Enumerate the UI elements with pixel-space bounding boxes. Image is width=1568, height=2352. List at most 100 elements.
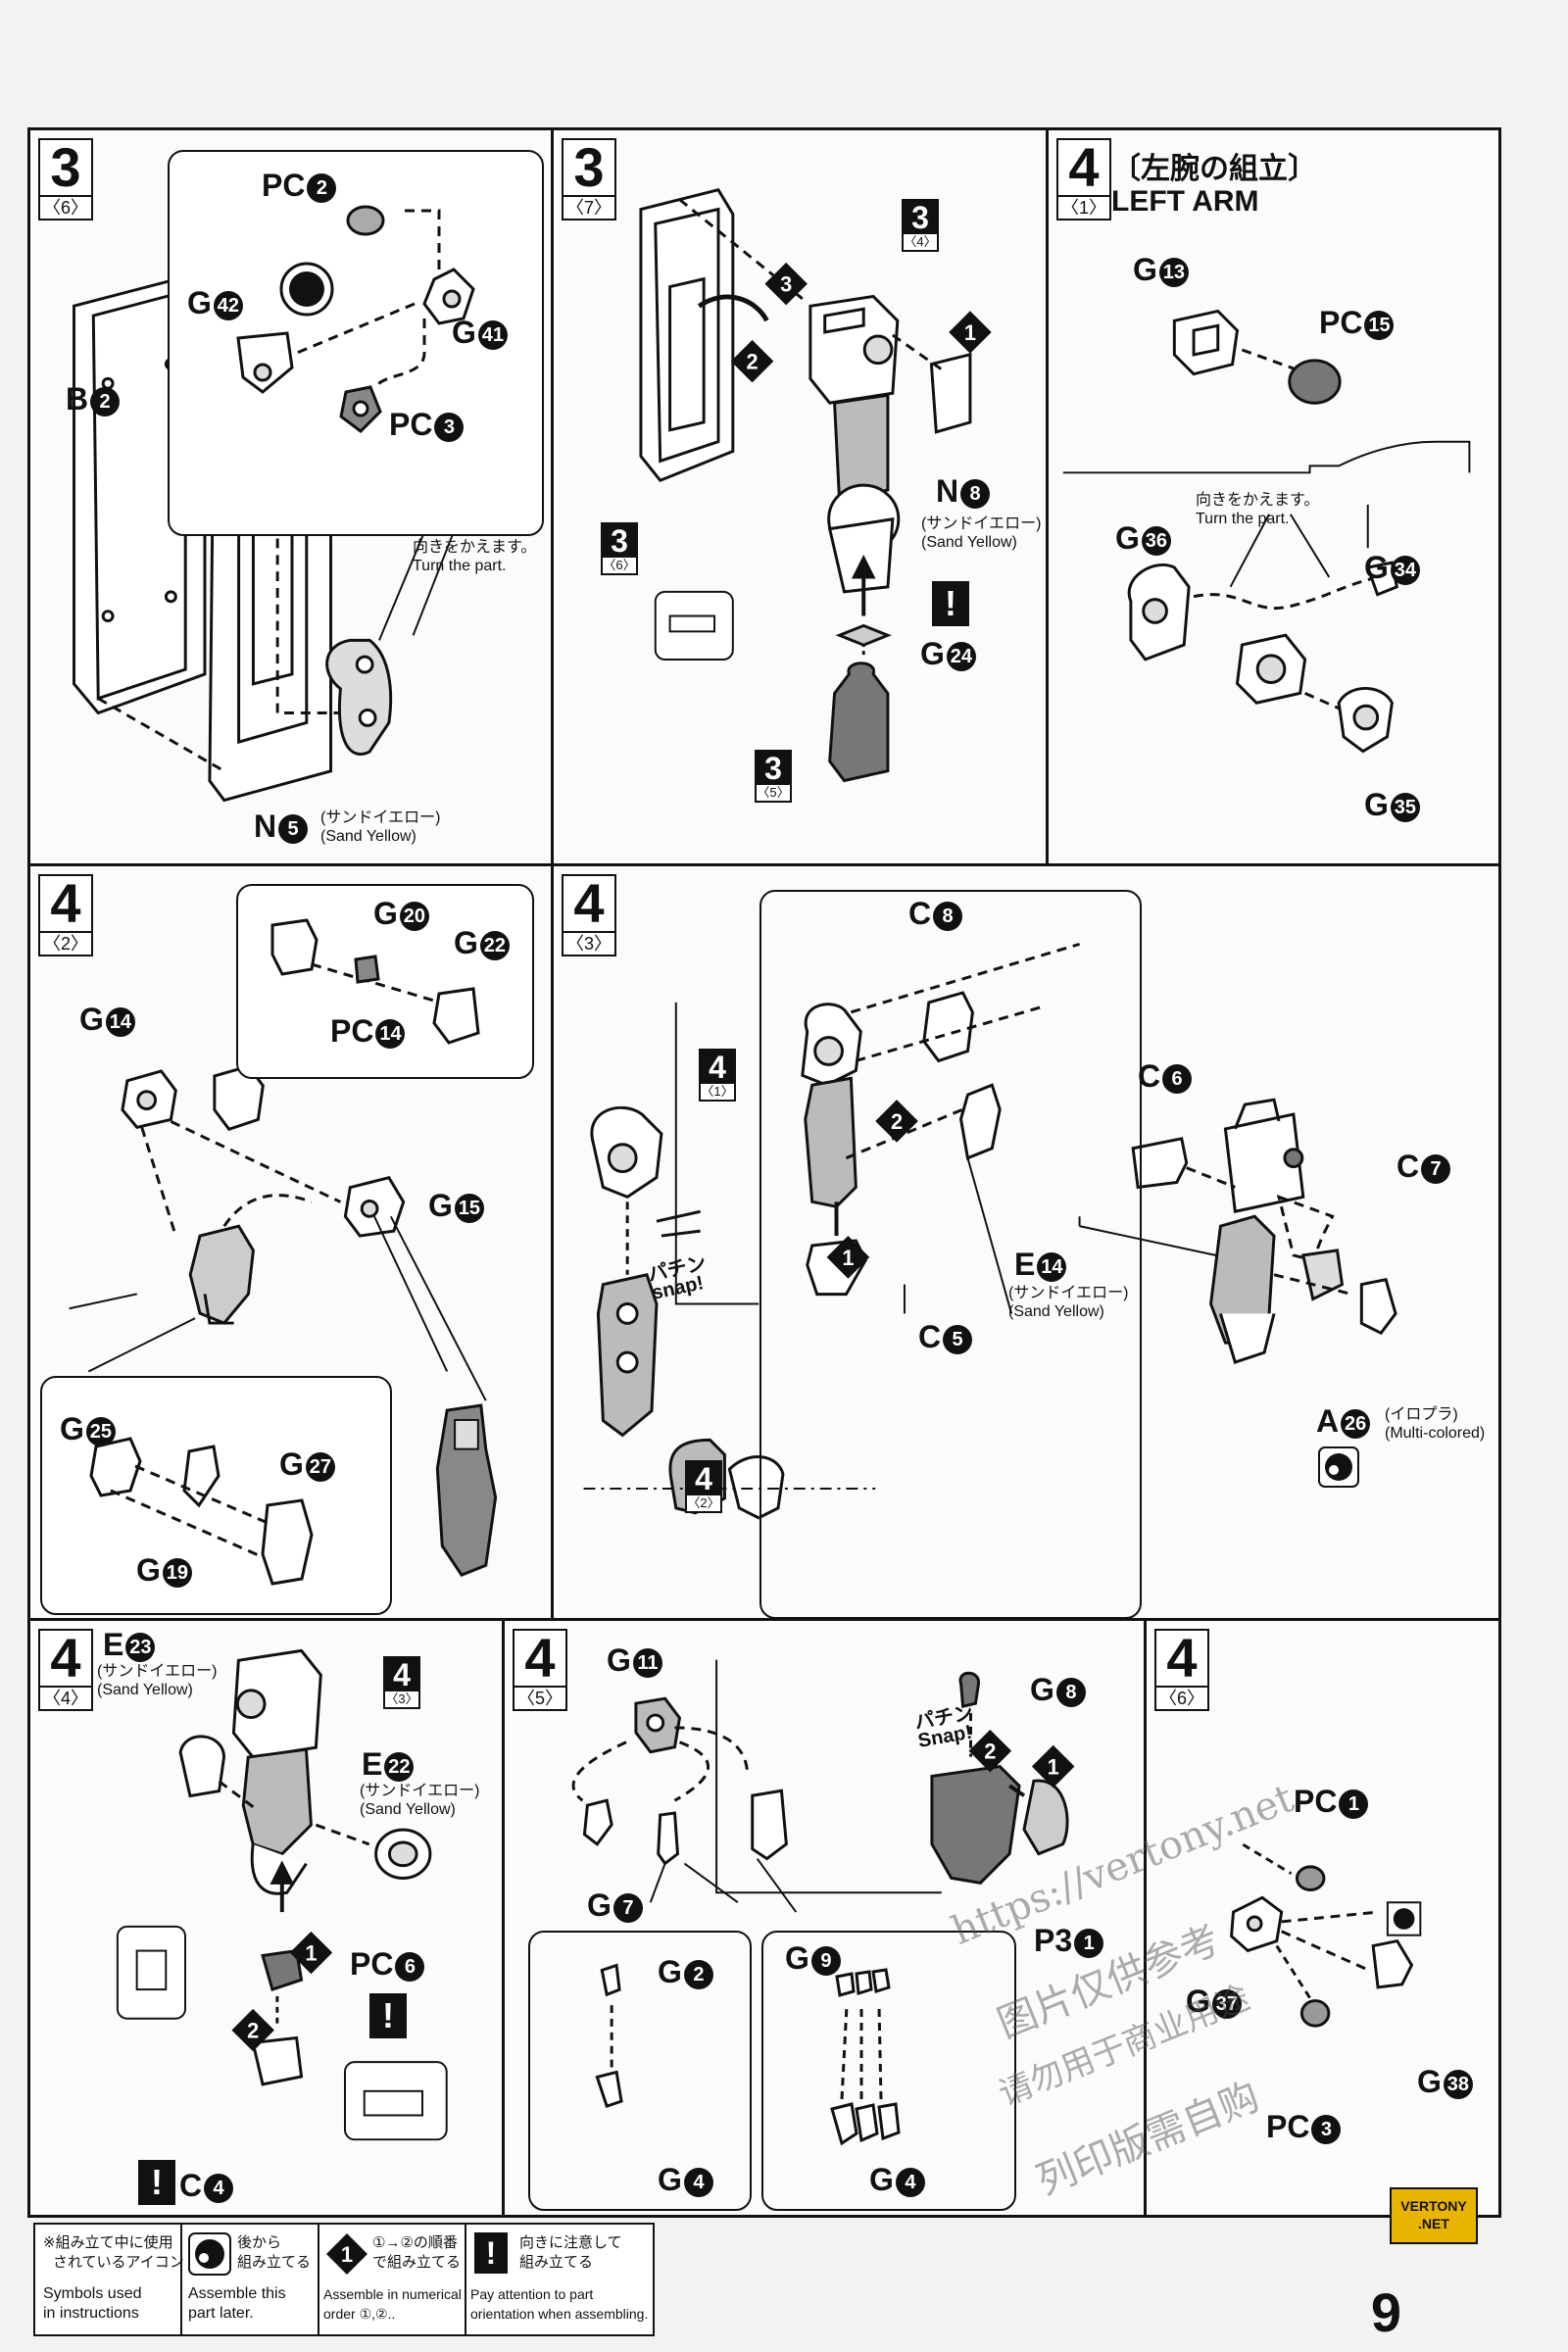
step-4-5-illustration: 2 1 — [571, 1659, 1075, 2108]
order-mark-3: 3 — [780, 272, 792, 297]
ref-step-4-1: 4〈1〉 — [699, 1049, 736, 1102]
order-diamond-icon: 1 — [326, 2233, 368, 2275]
page-number: 9 — [1370, 2281, 1401, 2343]
section-title-en: LEFT ARM — [1111, 185, 1259, 218]
step-number: 4〈1〉 — [1056, 138, 1111, 220]
step-4-1-illustration — [1062, 309, 1471, 754]
legend-numerical-order: 1 ①→②の順番 で組み立てる Assemble in numerical or… — [319, 2225, 466, 2334]
step-4-3-illustration: 1 2 — [583, 942, 1397, 1520]
orientation-warning-icon: ! — [932, 581, 969, 626]
e14-color-note: (サンドイエロー)(Sand Yellow) — [1008, 1285, 1129, 1320]
step-4-4-illustration: 1 2 — [116, 1648, 448, 2141]
order-mark-2: 2 — [747, 350, 759, 374]
orientation-warning-icon: ! — [138, 2160, 175, 2205]
step-number: 3〈7〉 — [562, 138, 616, 220]
vertony-badge: VERTONY.NET — [1390, 2187, 1478, 2244]
order-mark-2: 2 — [891, 1109, 903, 1134]
legend-assemble-later: 後から 組み立てる Assemble this part later. — [182, 2225, 319, 2334]
step-4-2-illustration — [69, 1064, 498, 1577]
turn-note: 向きをかえます。Turn the part. — [413, 539, 537, 574]
n5-color-note: (サンドイエロー)(Sand Yellow) — [320, 809, 441, 845]
step-3-7-illustration: 1 2 3 — [639, 188, 992, 783]
assemble-later-icon — [1318, 1446, 1359, 1488]
order-mark-1: 1 — [842, 1246, 854, 1270]
a26-color-note: (イロプラ)(Multi-colored) — [1385, 1406, 1486, 1442]
section-title-jp: 〔左腕の組立〕 — [1111, 153, 1317, 185]
order-mark-1: 1 — [964, 320, 976, 345]
e23-color-note: (サンドイエロー)(Sand Yellow) — [97, 1663, 218, 1698]
e22-color-note: (サンドイエロー)(Sand Yellow) — [360, 1783, 480, 1818]
step-4-5-left-bubble — [528, 1931, 752, 2211]
order-mark-1: 1 — [305, 1940, 317, 1965]
orientation-warning-icon: ! — [369, 1993, 407, 2038]
step-number: 4〈5〉 — [513, 1629, 567, 1711]
ref-step-3-6: 3〈6〉 — [601, 522, 638, 575]
legend-orientation: ! 向きに注意して 組み立てる Pay attention to part or… — [470, 2232, 649, 2322]
step-number: 3〈6〉 — [38, 138, 93, 220]
legend-intro: ※組み立て中に使用 されているアイコン Symbols used in inst… — [35, 2225, 184, 2334]
svg-text:1: 1 — [341, 2242, 353, 2267]
symbols-legend: ※組み立て中に使用 されているアイコン Symbols used in inst… — [33, 2223, 655, 2336]
step-4-5-right-bubble — [761, 1931, 1016, 2211]
step-4-2-bottom-bubble — [40, 1376, 392, 1615]
step-number: 4〈4〉 — [38, 1629, 93, 1711]
order-mark-2: 2 — [984, 1740, 996, 1764]
assemble-later-icon — [188, 2232, 231, 2276]
step-number: 4〈2〉 — [38, 874, 93, 956]
step-4-3-inset-bubble — [760, 890, 1142, 1618]
step-number: 4〈6〉 — [1154, 1629, 1209, 1711]
n8-color-note: (サンドイエロー)(Sand Yellow) — [921, 515, 1042, 551]
ref-step-3-4: 3〈4〉 — [902, 199, 939, 252]
